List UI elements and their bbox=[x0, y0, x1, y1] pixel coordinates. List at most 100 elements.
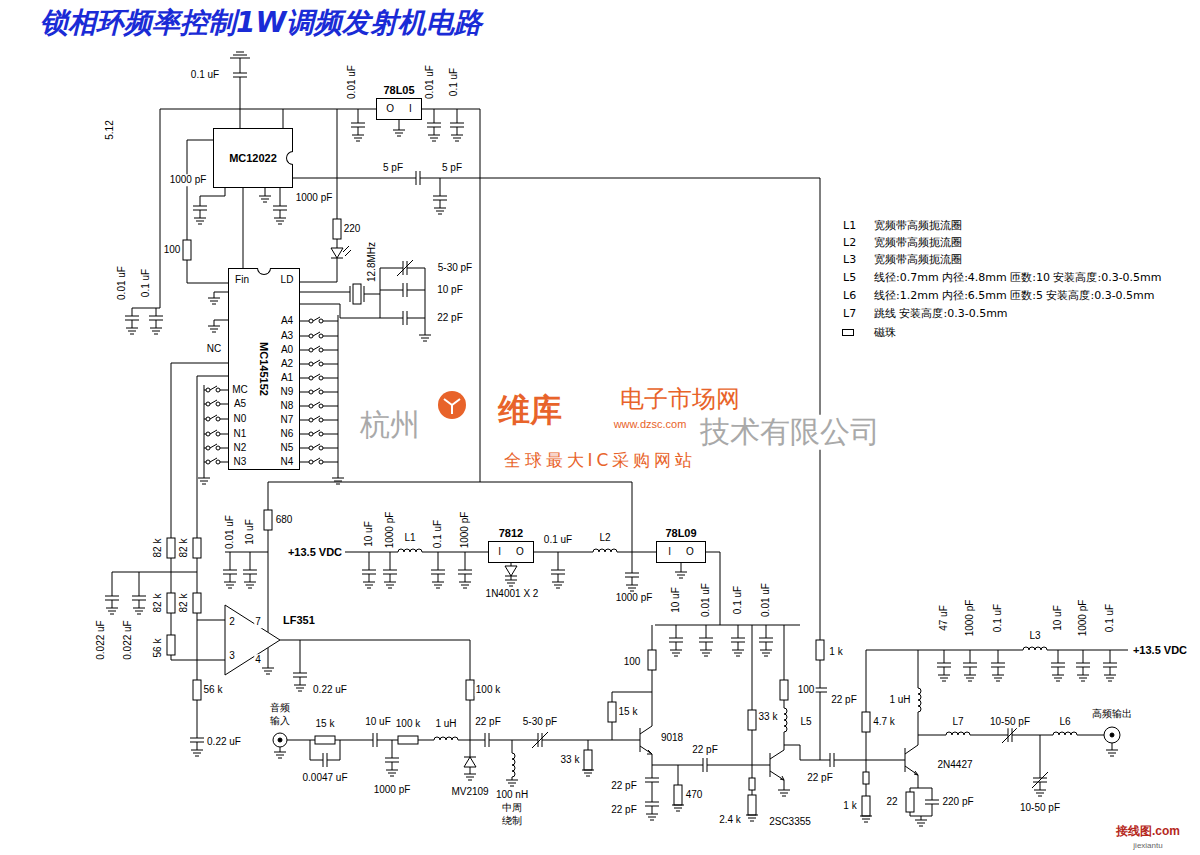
component-value: 0.022 uF bbox=[95, 619, 107, 660]
component-value: 0.0047 uF bbox=[301, 772, 348, 784]
opamp-outline bbox=[205, 600, 305, 680]
regulator-box: 78L09I O bbox=[656, 525, 706, 563]
schematic-part bbox=[194, 218, 206, 224]
regulator-box: 7812I O bbox=[488, 525, 534, 563]
pin-name: 3 bbox=[228, 650, 236, 662]
component-value: 1 k bbox=[828, 646, 843, 658]
schematic-part bbox=[427, 115, 441, 135]
schematic-part bbox=[918, 688, 921, 712]
schematic-part bbox=[582, 770, 594, 776]
schematic-part bbox=[395, 311, 415, 325]
component-value: 0.22 uF bbox=[312, 684, 348, 696]
component-value: 1000 pF bbox=[373, 784, 412, 796]
schematic-part bbox=[309, 458, 323, 464]
regulator-body: I O bbox=[488, 541, 534, 563]
schematic-part bbox=[225, 482, 800, 632]
component-value: 22 pF bbox=[610, 780, 638, 792]
schematic-part bbox=[395, 261, 415, 275]
regulator-name: 78L05 bbox=[376, 82, 422, 98]
component-value: 1000 pF bbox=[169, 174, 208, 186]
schematic-part bbox=[700, 650, 712, 656]
schematic-part bbox=[224, 582, 236, 588]
schematic-part bbox=[384, 582, 396, 588]
schematic-part bbox=[353, 284, 361, 304]
schematic-part bbox=[191, 750, 203, 756]
schematic-part bbox=[274, 752, 286, 758]
site-mark: jiexiantu bbox=[1132, 841, 1163, 850]
schematic-part bbox=[1104, 675, 1116, 681]
schematic-part bbox=[530, 733, 550, 747]
schematic-part bbox=[149, 308, 163, 328]
component-value: L3 bbox=[1028, 630, 1041, 642]
pin-name: N1 bbox=[233, 428, 248, 440]
schematic-part bbox=[1077, 675, 1089, 681]
schematic-part bbox=[223, 562, 237, 582]
schematic-part bbox=[398, 549, 422, 552]
pin-name: A1 bbox=[280, 372, 294, 384]
schematic-part bbox=[309, 388, 323, 394]
schematic-part bbox=[208, 298, 220, 304]
pin-name: 4 bbox=[254, 654, 262, 666]
schematic-part bbox=[171, 363, 228, 538]
component-value: 5.12 bbox=[104, 119, 116, 140]
schematic-part bbox=[167, 538, 175, 558]
regulator-name: 7812 bbox=[488, 525, 534, 541]
supply-label: +13.5 VDC bbox=[287, 546, 343, 559]
component-value: 5 pF bbox=[382, 162, 404, 174]
schematic-part bbox=[262, 668, 274, 674]
schematic-part bbox=[992, 675, 1004, 681]
schematic-part bbox=[451, 135, 463, 141]
watermark: 维库 bbox=[497, 392, 563, 429]
watermark: 技术有限公司 bbox=[699, 415, 881, 450]
component-value: 0.01 uF bbox=[346, 64, 358, 100]
pin-name: N2 bbox=[233, 442, 248, 454]
component-value: 0.01 uF bbox=[224, 514, 236, 550]
schematic-part bbox=[244, 582, 256, 588]
pin-name: N5 bbox=[280, 442, 295, 454]
schematic-part bbox=[505, 580, 517, 586]
schematic-part bbox=[259, 196, 271, 202]
watermark: 全球最大IC采购网站 bbox=[503, 451, 698, 471]
schematic-part bbox=[408, 171, 428, 185]
schematic-part bbox=[309, 430, 323, 436]
schematic-part bbox=[964, 675, 976, 681]
schematic-part bbox=[383, 562, 397, 582]
component-value: 5-30 pF bbox=[437, 262, 473, 274]
watermark: 杭州 bbox=[359, 408, 421, 443]
pin-name: A2 bbox=[280, 358, 294, 370]
schematic-part bbox=[946, 732, 970, 735]
schematic-part bbox=[674, 785, 682, 805]
pin-marks: I O bbox=[668, 546, 693, 557]
schematic-part bbox=[362, 562, 376, 582]
wire-connector bbox=[243, 188, 244, 268]
schematic-part bbox=[206, 415, 220, 421]
schematic-part bbox=[1053, 732, 1077, 735]
component-value: 56 k bbox=[203, 684, 224, 696]
pin-name: N9 bbox=[280, 386, 295, 398]
schematic-part bbox=[112, 558, 640, 780]
coil-note: 线径:1.2mm 内径:6.5mm 匝数:5 安装高度:0.3-0.5mm bbox=[873, 290, 1156, 303]
schematic-part bbox=[506, 780, 518, 786]
component-value: 1N4001 X 2 bbox=[485, 588, 540, 600]
component-value: L5 bbox=[799, 716, 812, 728]
schematic-part bbox=[863, 772, 869, 784]
schematic-part bbox=[309, 402, 323, 408]
schematic-part bbox=[1104, 727, 1120, 743]
component-value: 输入 bbox=[269, 715, 291, 727]
schematic-part bbox=[363, 582, 375, 588]
component-value: 10-50 pF bbox=[1019, 802, 1061, 814]
schematic-part bbox=[477, 733, 497, 747]
schematic-part bbox=[925, 792, 939, 812]
pin-name: NC bbox=[206, 343, 222, 355]
schematic-part bbox=[126, 328, 138, 334]
pin-name: 2 bbox=[228, 616, 236, 628]
component-value: 82 k bbox=[178, 538, 190, 559]
component-value: 10 uF bbox=[363, 520, 375, 548]
component-value: 22 pF bbox=[436, 312, 464, 324]
pin-name: N4 bbox=[280, 456, 295, 468]
schematic-part bbox=[749, 778, 755, 790]
schematic-part bbox=[937, 655, 951, 675]
coil-note: L1 bbox=[842, 220, 857, 233]
component-value: 56 k bbox=[152, 638, 164, 659]
